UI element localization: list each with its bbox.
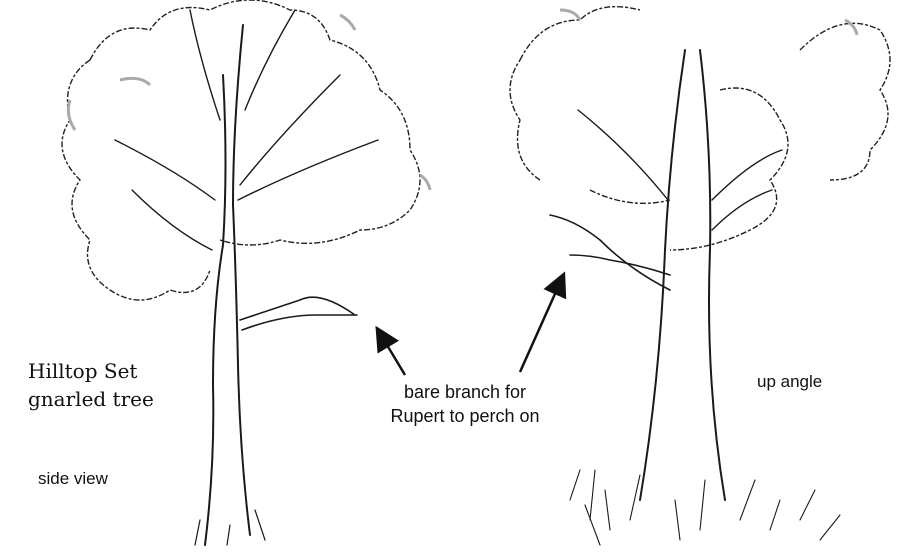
foliage-left: [61, 0, 432, 301]
arrow-to-right-branch: [518, 271, 567, 373]
arrow-to-left-branch: [375, 325, 407, 376]
callout-line-1: bare branch for: [403, 382, 527, 402]
title-line-1: Hilltop Set: [28, 359, 138, 383]
tree-side-view: [61, 0, 432, 546]
callout-line-2: Rupert to perch on: [390, 406, 540, 426]
callout-label: bare branch for Rupert to perch on: [380, 380, 550, 428]
foliage-right: [509, 5, 891, 251]
tree-up-angle: [509, 5, 891, 546]
up-angle-label: up angle: [757, 372, 823, 391]
side-view-label: side view: [38, 469, 108, 488]
title-line-2: gnarled tree: [28, 387, 154, 411]
